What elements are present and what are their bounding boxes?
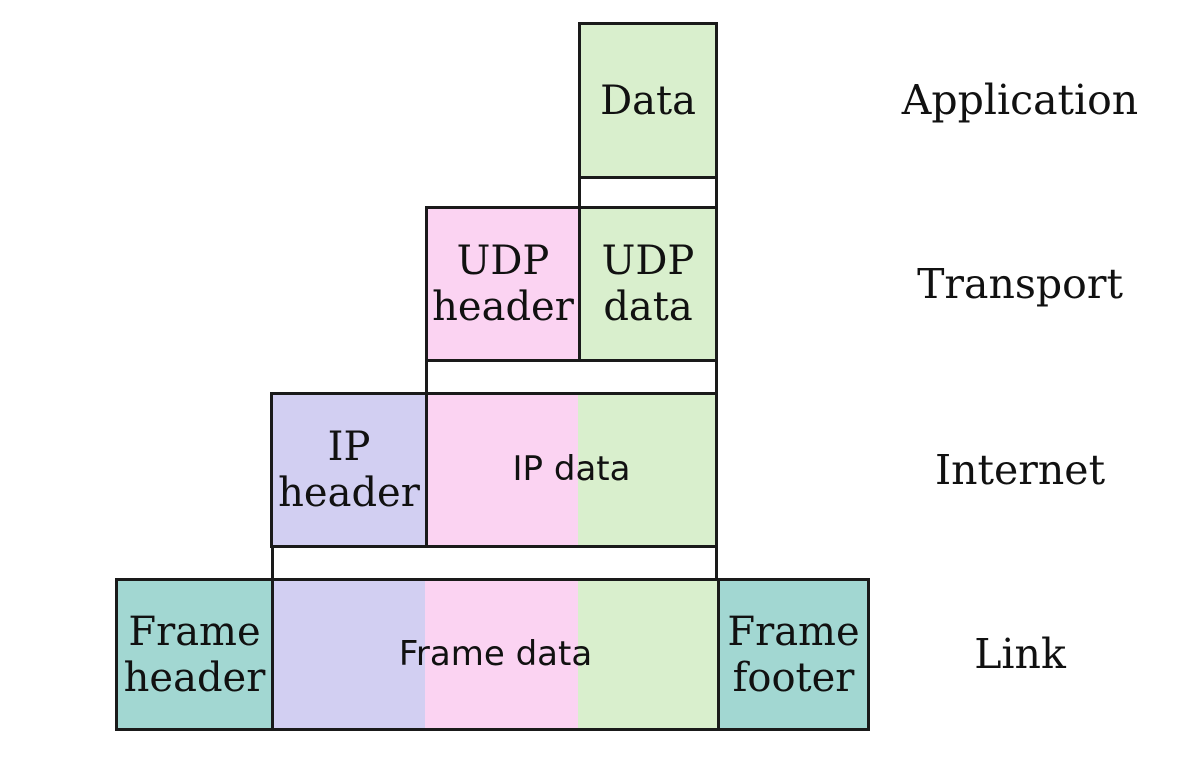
- udp-data-box: UDP data: [578, 206, 718, 362]
- connector-strip-internet-link: [271, 548, 718, 578]
- layer-label-transport: Transport: [917, 260, 1123, 308]
- connector-strip-transport-internet: [425, 362, 718, 392]
- udp-data-label: UDP data: [601, 238, 695, 330]
- connector-strip-application-transport: [578, 179, 718, 206]
- ip-header-box: IP header: [270, 392, 428, 548]
- frame-footer-label: Frame footer: [727, 608, 860, 701]
- frame-header-label: Frame header: [123, 608, 266, 701]
- frame-data-box: Frame data: [271, 578, 720, 731]
- frame-data-lavender-segment: [274, 581, 425, 728]
- frame-header-box: Frame header: [115, 578, 274, 731]
- ip-data-green-segment: [578, 395, 715, 545]
- layer-label-link: Link: [974, 630, 1066, 678]
- frame-footer-box: Frame footer: [717, 578, 870, 731]
- data-box: Data: [578, 22, 718, 179]
- ip-header-label: IP header: [278, 424, 420, 516]
- udp-header-label: UDP header: [432, 238, 574, 330]
- udp-header-box: UDP header: [425, 206, 581, 362]
- ip-data-label: IP data: [512, 449, 631, 490]
- ip-data-box: IP data: [425, 392, 718, 548]
- layer-label-internet: Internet: [934, 446, 1106, 494]
- layer-label-application: Application: [901, 76, 1139, 124]
- ip-data-pink-segment: [428, 395, 578, 545]
- data-box-label: Data: [600, 77, 696, 124]
- frame-data-pink-segment: [425, 581, 578, 728]
- frame-data-label: Frame data: [398, 633, 593, 674]
- frame-data-green-segment: [578, 581, 717, 728]
